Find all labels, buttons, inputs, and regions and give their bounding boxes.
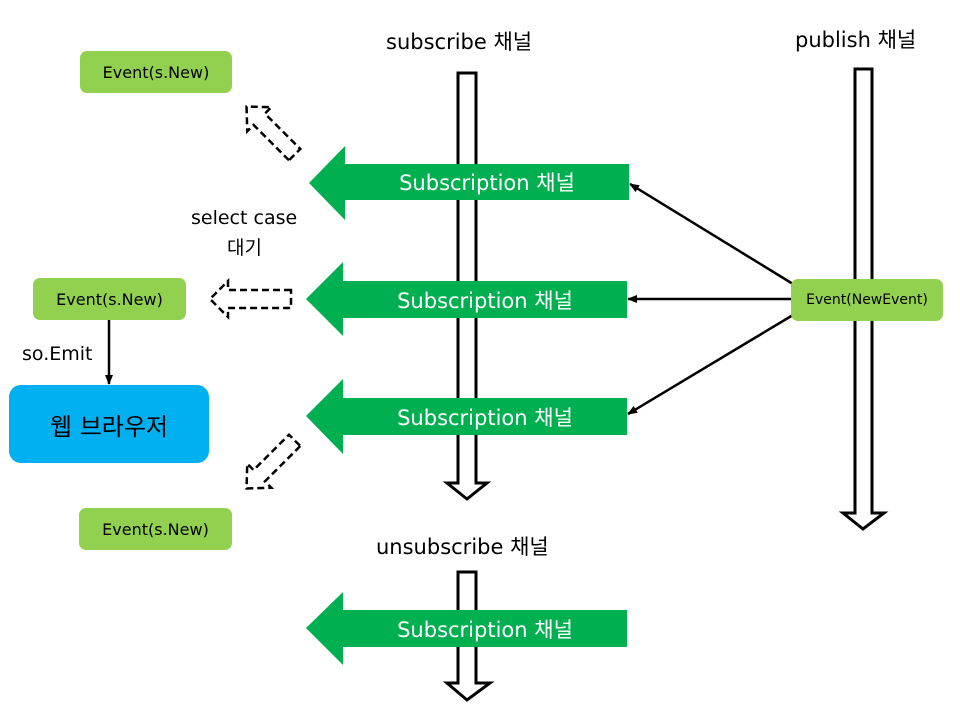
unsubscribe-channel-label: unsubscribe 채널 [376, 535, 549, 559]
subscription-label-4: Subscription 채널 [397, 617, 573, 642]
event-box-bottom: Event(s.New) [79, 508, 232, 550]
subscription-arrow-2 [306, 262, 627, 336]
subscription-label-1: Subscription 채널 [399, 171, 575, 195]
event-box-middle: Event(s.New) [33, 278, 186, 320]
dashed-arrow-up-left [245, 105, 303, 163]
web-browser-box: 웹 브라우저 [9, 385, 209, 463]
dashed-arrow-down-left [245, 432, 303, 490]
subscription-label-3: Subscription 채널 [397, 405, 573, 430]
event-box-top: Event(s.New) [80, 51, 232, 93]
select-case-label: select case [191, 207, 298, 229]
subscription-label-2: Subscription 채널 [397, 288, 573, 313]
publish-channel-label: publish 채널 [795, 28, 917, 52]
emit-label: so.Emit [22, 343, 93, 365]
subscription-arrow-4 [306, 592, 627, 665]
subscribe-channel-label: subscribe 채널 [386, 30, 533, 54]
subscription-arrow-1 [309, 146, 629, 220]
publish-event-box: Event(NewEvent) [791, 279, 943, 321]
subscription-arrow-3 [306, 379, 627, 454]
publish-arrow-to-sub3 [627, 313, 794, 416]
publish-arrow-to-sub1 [629, 182, 794, 286]
dashed-arrow-left [208, 277, 293, 321]
waiting-label: 대기 [227, 237, 262, 259]
